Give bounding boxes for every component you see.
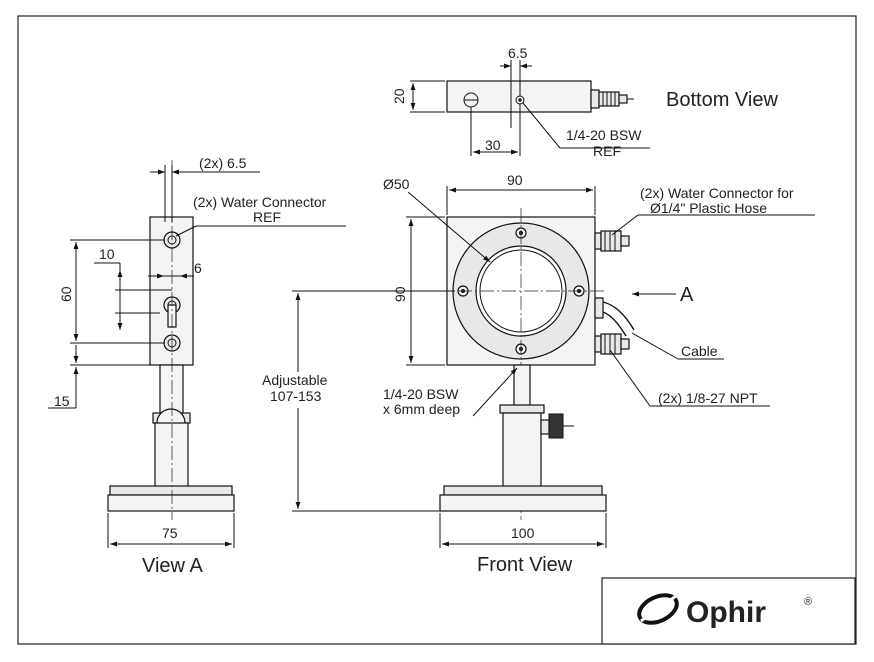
front-water-label: (2x) Water Connector for	[640, 185, 794, 201]
mount-depth-label: x 6mm deep	[383, 401, 460, 417]
side-dim-6: 6	[194, 260, 202, 276]
bottom-view	[410, 60, 650, 156]
front-aperture-dim: Ø50	[383, 176, 410, 192]
ophir-logo-mark	[637, 593, 679, 625]
side-connector-dim: (2x) 6.5	[199, 155, 247, 171]
cable-label: Cable	[681, 343, 718, 359]
side-dim-60: 60	[58, 286, 74, 302]
front-water-hose: Ø1/4" Plastic Hose	[650, 200, 767, 216]
front-view-title: Front View	[477, 554, 573, 576]
bottom-dim-30: 30	[485, 137, 501, 153]
side-connector-ref: REF	[253, 209, 281, 225]
front-view	[292, 186, 815, 548]
bottom-thread-label: 1/4-20 BSW	[566, 127, 642, 143]
bottom-thread-ref: REF	[593, 143, 621, 159]
front-dim-100: 100	[511, 525, 535, 541]
front-water-connector-top	[594, 230, 630, 252]
front-dim-height: 90	[392, 286, 408, 302]
adjustable-label: Adjustable	[262, 372, 328, 388]
front-water-connector-bottom	[594, 333, 630, 355]
side-view	[48, 160, 346, 548]
front-dim-width: 90	[507, 172, 523, 188]
side-dim-75: 75	[162, 525, 178, 541]
logo-box	[601, 577, 856, 645]
npt-label: (2x) 1/8-27 NPT	[658, 390, 758, 406]
bottom-dim-6-5: 6.5	[508, 45, 528, 61]
bottom-view-title: Bottom View	[666, 89, 778, 111]
brand-name: Ophir	[686, 596, 766, 629]
side-connector-label: (2x) Water Connector	[193, 194, 327, 210]
mount-thread-label: 1/4-20 BSW	[383, 386, 459, 402]
view-a-arrow-label: A	[680, 284, 694, 306]
registered-mark: ®	[804, 596, 812, 608]
side-dim-15: 15	[54, 393, 70, 409]
bottom-dim-20: 20	[391, 88, 407, 104]
adjustable-range: 107-153	[270, 388, 322, 404]
side-dim-10: 10	[99, 246, 115, 262]
side-view-title: View A	[142, 555, 203, 577]
drawing-frame	[17, 15, 857, 645]
